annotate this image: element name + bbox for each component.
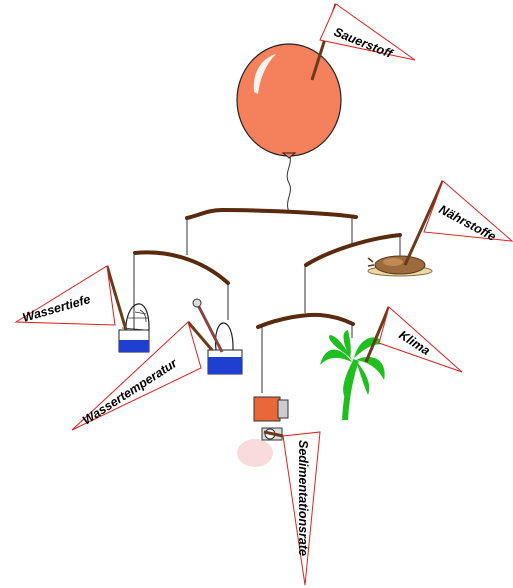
roast-food xyxy=(367,255,433,277)
sediment-box xyxy=(253,396,281,422)
sediment-flag-group: Sedimentationsrate xyxy=(263,430,321,586)
nutrients-flag-group: Nährstoffe xyxy=(403,180,513,266)
top-beam xyxy=(185,207,358,220)
left-beam xyxy=(133,250,230,285)
flag-label-sediment: Sedimentationsrate xyxy=(296,440,310,556)
balloon-string xyxy=(286,152,291,213)
depth-water xyxy=(119,340,149,352)
balloon-knot xyxy=(281,152,297,159)
lower-beam xyxy=(256,312,355,329)
temperature-beaker xyxy=(192,298,243,375)
temperature-water xyxy=(208,357,242,374)
flag-oxygen xyxy=(319,3,416,61)
flag-nutrients xyxy=(423,180,513,242)
flag-pole-temperature xyxy=(186,321,214,351)
right-beam xyxy=(304,233,402,267)
depth-beaker xyxy=(118,303,150,353)
sediment-device xyxy=(237,396,289,467)
flag-depth xyxy=(14,265,116,326)
sediment-glow xyxy=(237,439,273,467)
flag-label-temperature: Wassertemperatur xyxy=(80,355,180,427)
flag-pole-climate xyxy=(364,306,391,363)
palm-tree xyxy=(320,330,385,421)
flag-pole-sediment xyxy=(263,430,284,438)
flag-pole-depth xyxy=(105,265,128,331)
flag-temperature xyxy=(71,321,202,431)
flag-pole-nutrients xyxy=(403,180,445,266)
balloon-group: Sauerstoff xyxy=(236,3,416,213)
depth-flag-group: Wassertiefe xyxy=(14,265,128,331)
balloon-highlight xyxy=(253,54,276,94)
flag-sediment xyxy=(282,431,321,586)
flag-climate xyxy=(378,306,463,373)
balloon xyxy=(236,43,342,157)
